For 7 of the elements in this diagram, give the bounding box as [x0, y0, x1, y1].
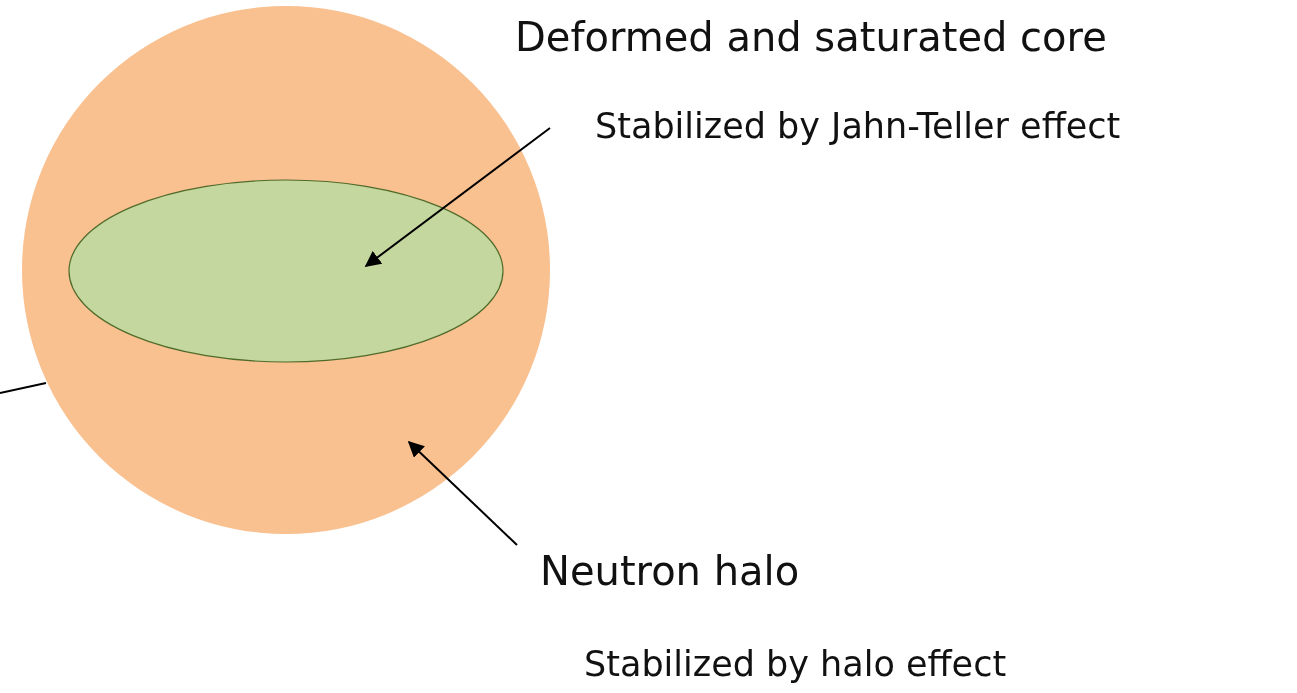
description-text: Stabilized by Jahn-Teller effect — [595, 106, 1121, 146]
arrow — [407, 440, 518, 546]
heading-text: Deformed and saturated core — [515, 14, 1107, 60]
description-text: Stabilized by halo effect — [584, 644, 1007, 684]
heading-text: Neutron halo — [540, 548, 800, 594]
leader-line — [0, 382, 47, 394]
arrow — [364, 127, 551, 267]
